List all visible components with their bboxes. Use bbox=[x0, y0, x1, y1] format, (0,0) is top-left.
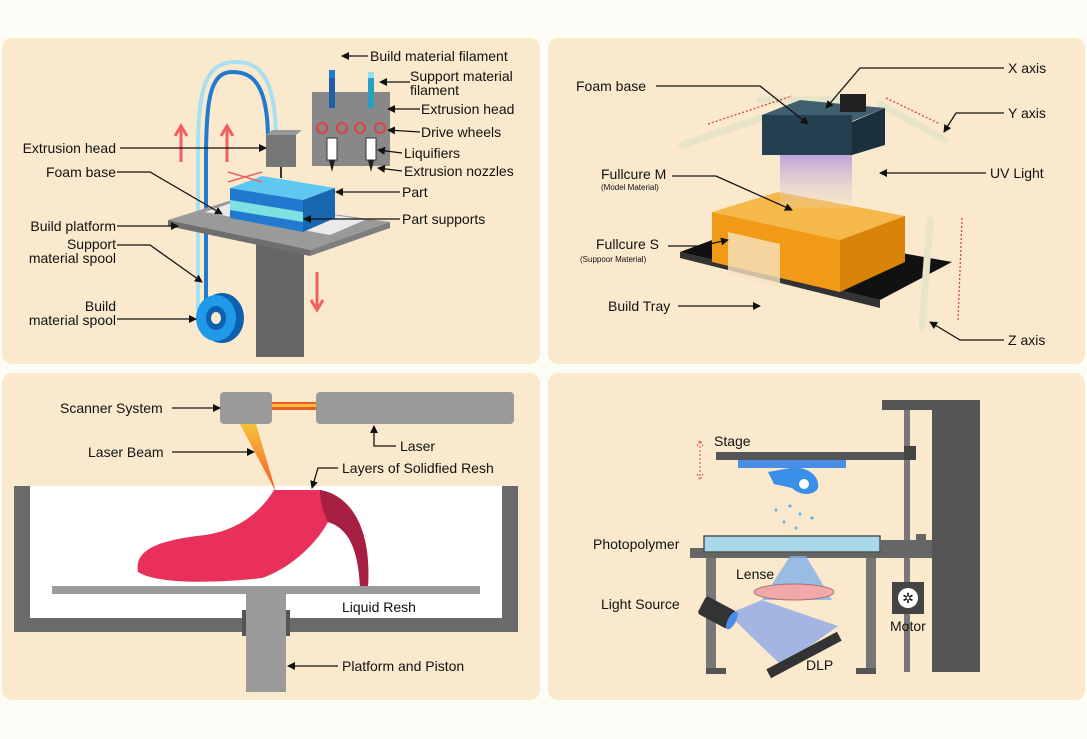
fullcure-block-top bbox=[712, 192, 905, 240]
build-platform-plate bbox=[52, 586, 480, 594]
label-extrusion-head-right: Extrusion head bbox=[421, 101, 514, 117]
label-uv-light: UV Light bbox=[990, 165, 1044, 181]
label-extrusion-nozzles: Extrusion nozzles bbox=[404, 163, 514, 179]
build-filament-tube bbox=[204, 69, 270, 300]
stage-plate bbox=[738, 460, 846, 468]
label-dlp: DLP bbox=[806, 657, 833, 673]
label-stage: Stage bbox=[714, 433, 751, 449]
stage-arm bbox=[716, 452, 912, 460]
lense-shape bbox=[753, 583, 835, 601]
spools bbox=[196, 293, 244, 343]
scanner-system-shape bbox=[220, 392, 272, 424]
label-layers-solidified-resh: Layers of Solidfied Resh bbox=[342, 460, 494, 476]
label-support-spool-2: material spool bbox=[29, 250, 116, 266]
drive-wheels-shape bbox=[316, 122, 386, 134]
printed-object bbox=[768, 467, 819, 494]
label-scanner-system: Scanner System bbox=[60, 400, 163, 416]
label-extrusion-head-left: Extrusion head bbox=[23, 140, 116, 156]
label-part: Part bbox=[402, 184, 428, 200]
xy-arrows bbox=[227, 171, 263, 183]
label-platform-piston: Platform and Piston bbox=[342, 658, 464, 674]
label-build-spool-1: Build bbox=[85, 298, 116, 314]
label-fullcure-s-sub: (Suppoor Material) bbox=[580, 255, 647, 264]
fullcure-block-side bbox=[840, 216, 905, 292]
label-build-platform: Build platform bbox=[30, 218, 116, 234]
label-polyjet-foam-base: Foam base bbox=[576, 78, 646, 94]
extrusion-head-small bbox=[266, 135, 296, 167]
label-liquid-resh: Liquid Resh bbox=[342, 599, 416, 615]
label-fullcure-m-sub: (Model Material) bbox=[601, 183, 659, 192]
label-support-material-filament: Support material bbox=[410, 68, 513, 84]
light-source-shape bbox=[698, 596, 738, 630]
label-light-source: Light Source bbox=[601, 596, 680, 612]
support-material-strip bbox=[728, 232, 780, 288]
sla-diagram bbox=[14, 392, 518, 692]
label-foam-base: Foam base bbox=[46, 164, 116, 180]
light-beam bbox=[728, 600, 838, 666]
label-z-axis: Z axis bbox=[1008, 332, 1045, 348]
up-arrow-2 bbox=[219, 123, 235, 162]
label-part-supports: Part supports bbox=[402, 211, 485, 227]
label-motor: Motor bbox=[890, 618, 926, 634]
dlp-diagram: ✲ bbox=[690, 400, 980, 679]
label-lense: Lense bbox=[736, 566, 774, 582]
dlp-chip bbox=[766, 631, 842, 679]
platform-column bbox=[256, 235, 304, 357]
label-build-spool-2: material spool bbox=[29, 312, 116, 328]
label-laser-beam: Laser Beam bbox=[88, 444, 163, 460]
print-head bbox=[762, 115, 852, 155]
laser-beam-shape bbox=[240, 424, 276, 492]
label-support-material-filament-2: filament bbox=[410, 82, 459, 98]
label-build-material-filament: Build material filament bbox=[370, 48, 508, 64]
fdm-diagram bbox=[168, 59, 390, 357]
part-supports-shape bbox=[230, 200, 303, 222]
motor-fan-icon: ✲ bbox=[902, 590, 914, 606]
label-drive-wheels: Drive wheels bbox=[421, 124, 501, 140]
label-laser: Laser bbox=[400, 438, 435, 454]
label-x-axis: X axis bbox=[1008, 60, 1046, 76]
part-side bbox=[303, 188, 335, 232]
label-build-tray: Build Tray bbox=[608, 298, 670, 314]
tower bbox=[932, 400, 980, 672]
label-y-axis: Y axis bbox=[1008, 105, 1046, 121]
polyjet-diagram bbox=[678, 94, 963, 332]
label-support-spool-1: Support bbox=[67, 236, 116, 252]
part-top bbox=[230, 176, 335, 200]
support-filament-tube bbox=[196, 59, 278, 310]
shoe-shape bbox=[137, 490, 369, 586]
photopolymer-vat bbox=[703, 535, 881, 553]
piston bbox=[246, 594, 286, 692]
label-photopolymer: Photopolymer bbox=[593, 536, 680, 552]
label-fullcure-m: Fullcure M bbox=[601, 166, 666, 182]
uv-beams bbox=[780, 150, 852, 208]
extrusion-head-detail bbox=[312, 92, 390, 166]
down-arrow bbox=[309, 272, 325, 313]
label-liquifiers: Liquifiers bbox=[404, 145, 460, 161]
up-arrow-1 bbox=[173, 123, 189, 162]
label-fullcure-s: Fullcure S bbox=[596, 236, 659, 252]
laser-shape bbox=[316, 392, 514, 424]
